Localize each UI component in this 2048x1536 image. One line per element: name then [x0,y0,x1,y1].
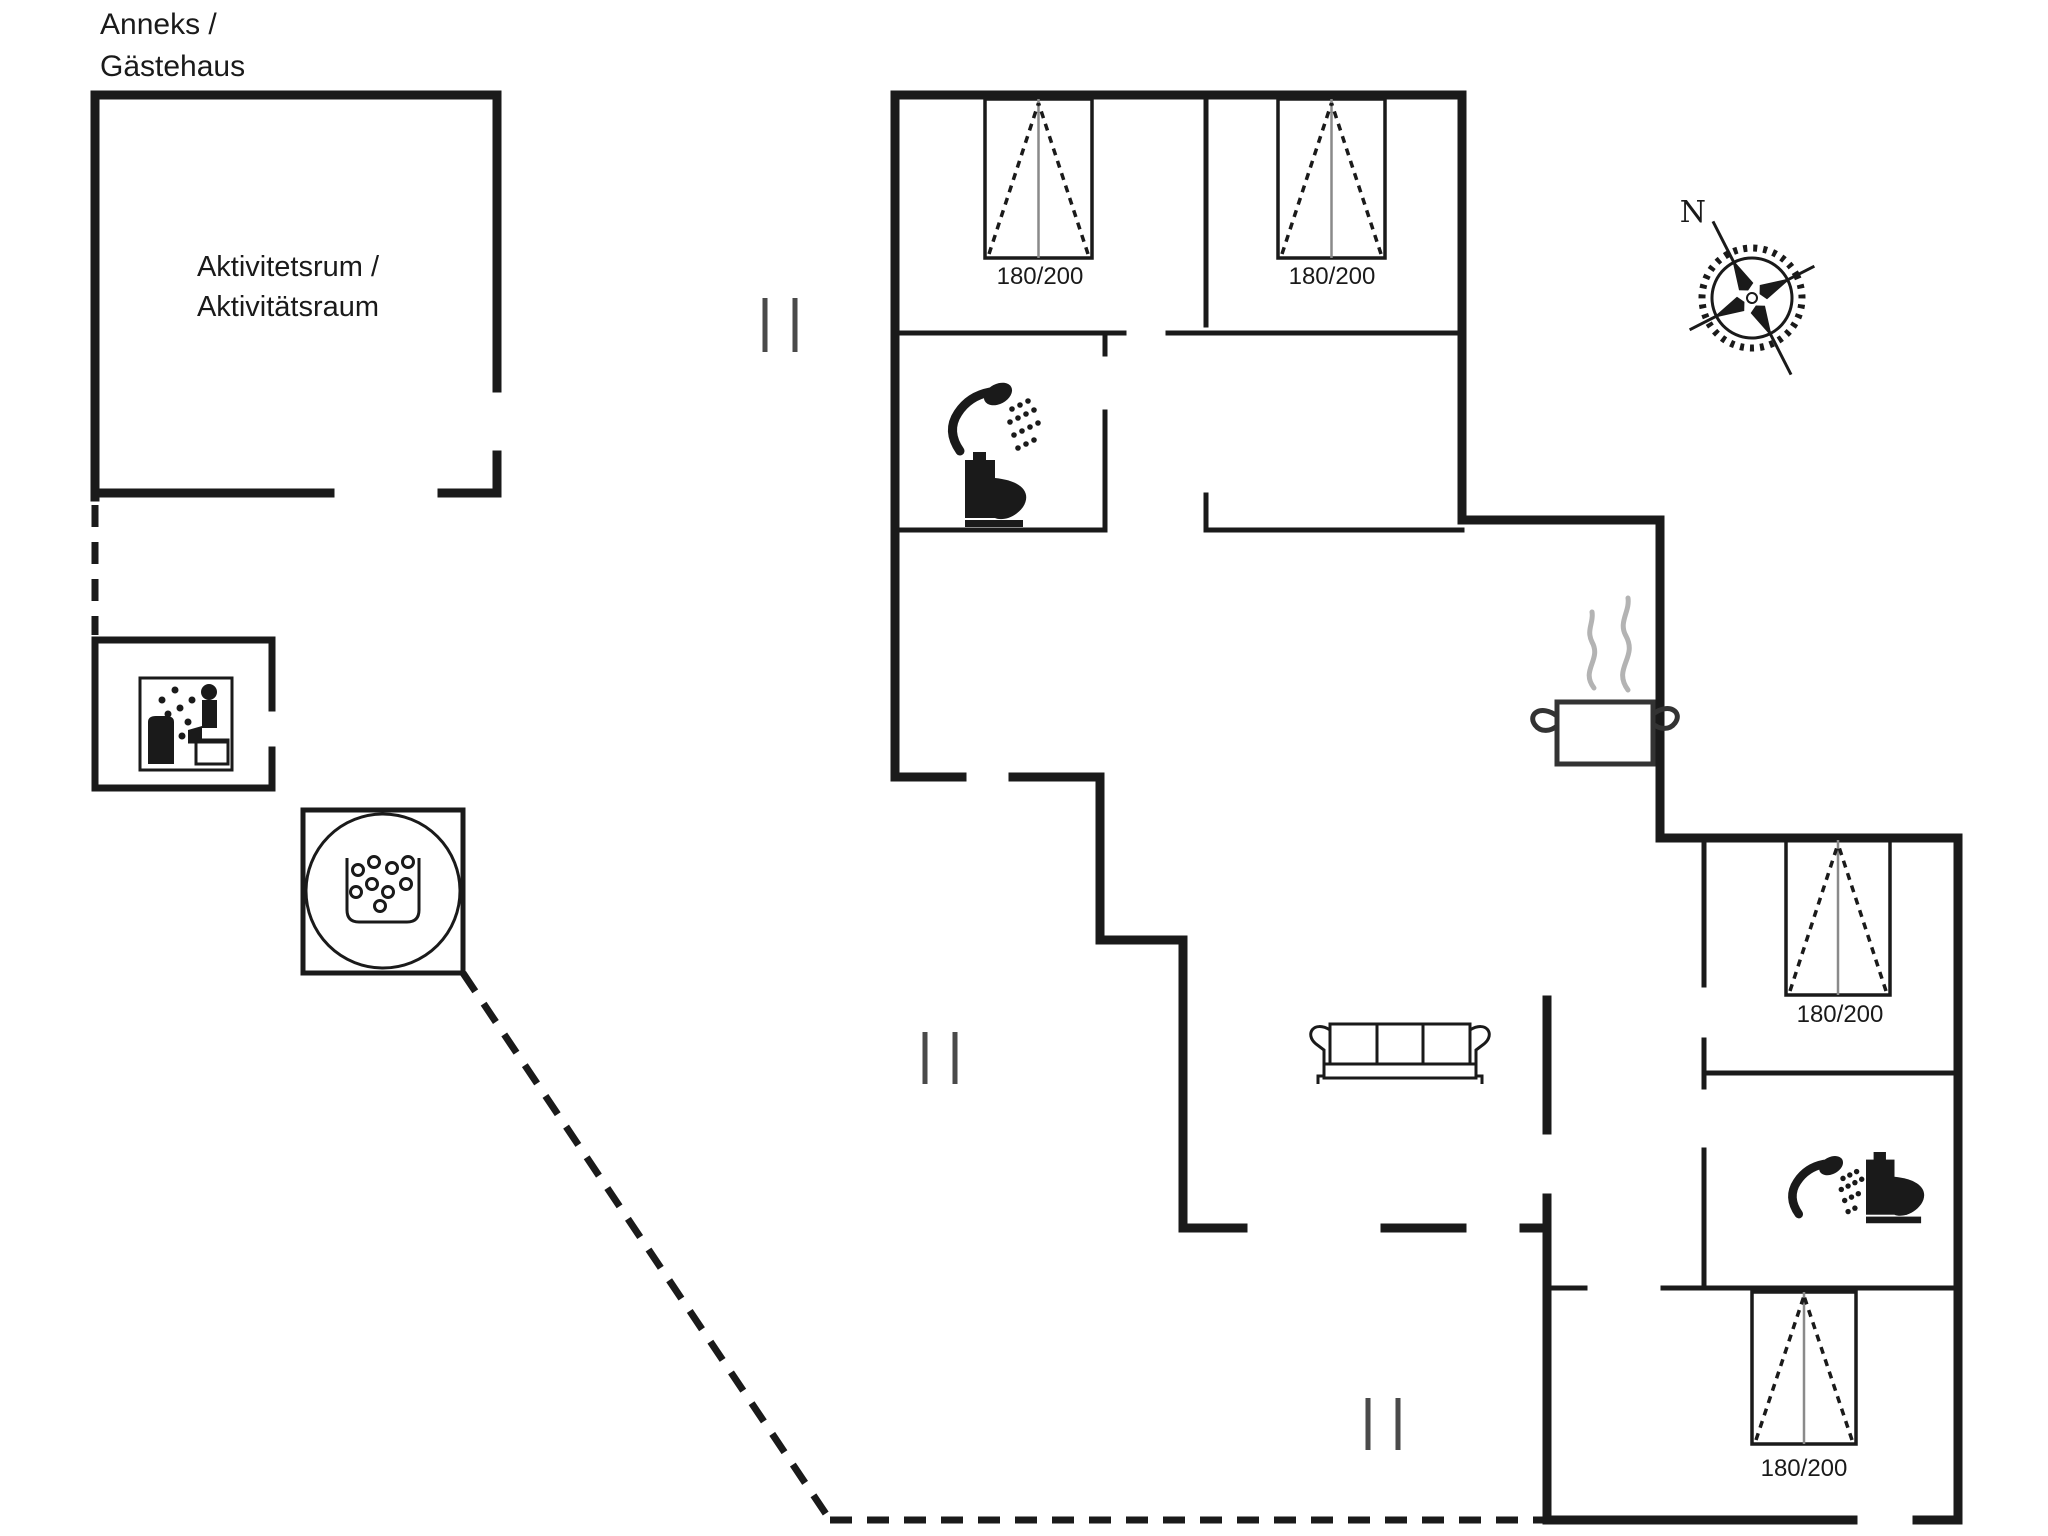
whirlpool-icon [300,807,466,976]
activity-room-label-line2: Aktivitätsraum [197,291,379,323]
annex-building-walls [90,90,502,502]
annex-title-line2: Gästehaus [100,50,245,83]
main-building-exterior-walls [890,90,1963,1525]
annex-title-line1: Anneks / [100,8,217,41]
bedroom-1-bed: 180/200 [983,97,1094,290]
sauna-icon [138,676,234,772]
bathroom-1 [948,382,1041,527]
compass-rose-icon: N [1680,195,1816,376]
sauna-room [91,636,276,792]
bed-size-label: 180/200 [1289,263,1376,290]
shower-icon [948,382,1041,456]
bedroom-4-bed: 180/200 [1750,1290,1858,1482]
bedroom-3-bed: 180/200 [1784,838,1892,1028]
compass-north-label: N [1680,195,1706,230]
bathroom-2 [1788,1152,1925,1224]
toilet-icon [965,452,1027,527]
shower-icon [1788,1156,1865,1219]
bed-size-label: 180/200 [1797,1001,1884,1028]
cooking-pot-icon [1530,595,1680,767]
main-building-interior-walls [892,92,1961,1291]
bedroom-2-bed: 180/200 [1276,97,1387,290]
sofa-icon [1309,1022,1491,1084]
activity-room-label-line1: Aktivitetsrum / [197,251,380,283]
bed-size-label: 180/200 [1761,1455,1848,1482]
opening-tick-marks [762,298,1401,1450]
terrace-boundary-dashed-lines [91,505,1547,1524]
toilet-icon [1866,1152,1925,1224]
bed-size-label: 180/200 [997,263,1084,290]
